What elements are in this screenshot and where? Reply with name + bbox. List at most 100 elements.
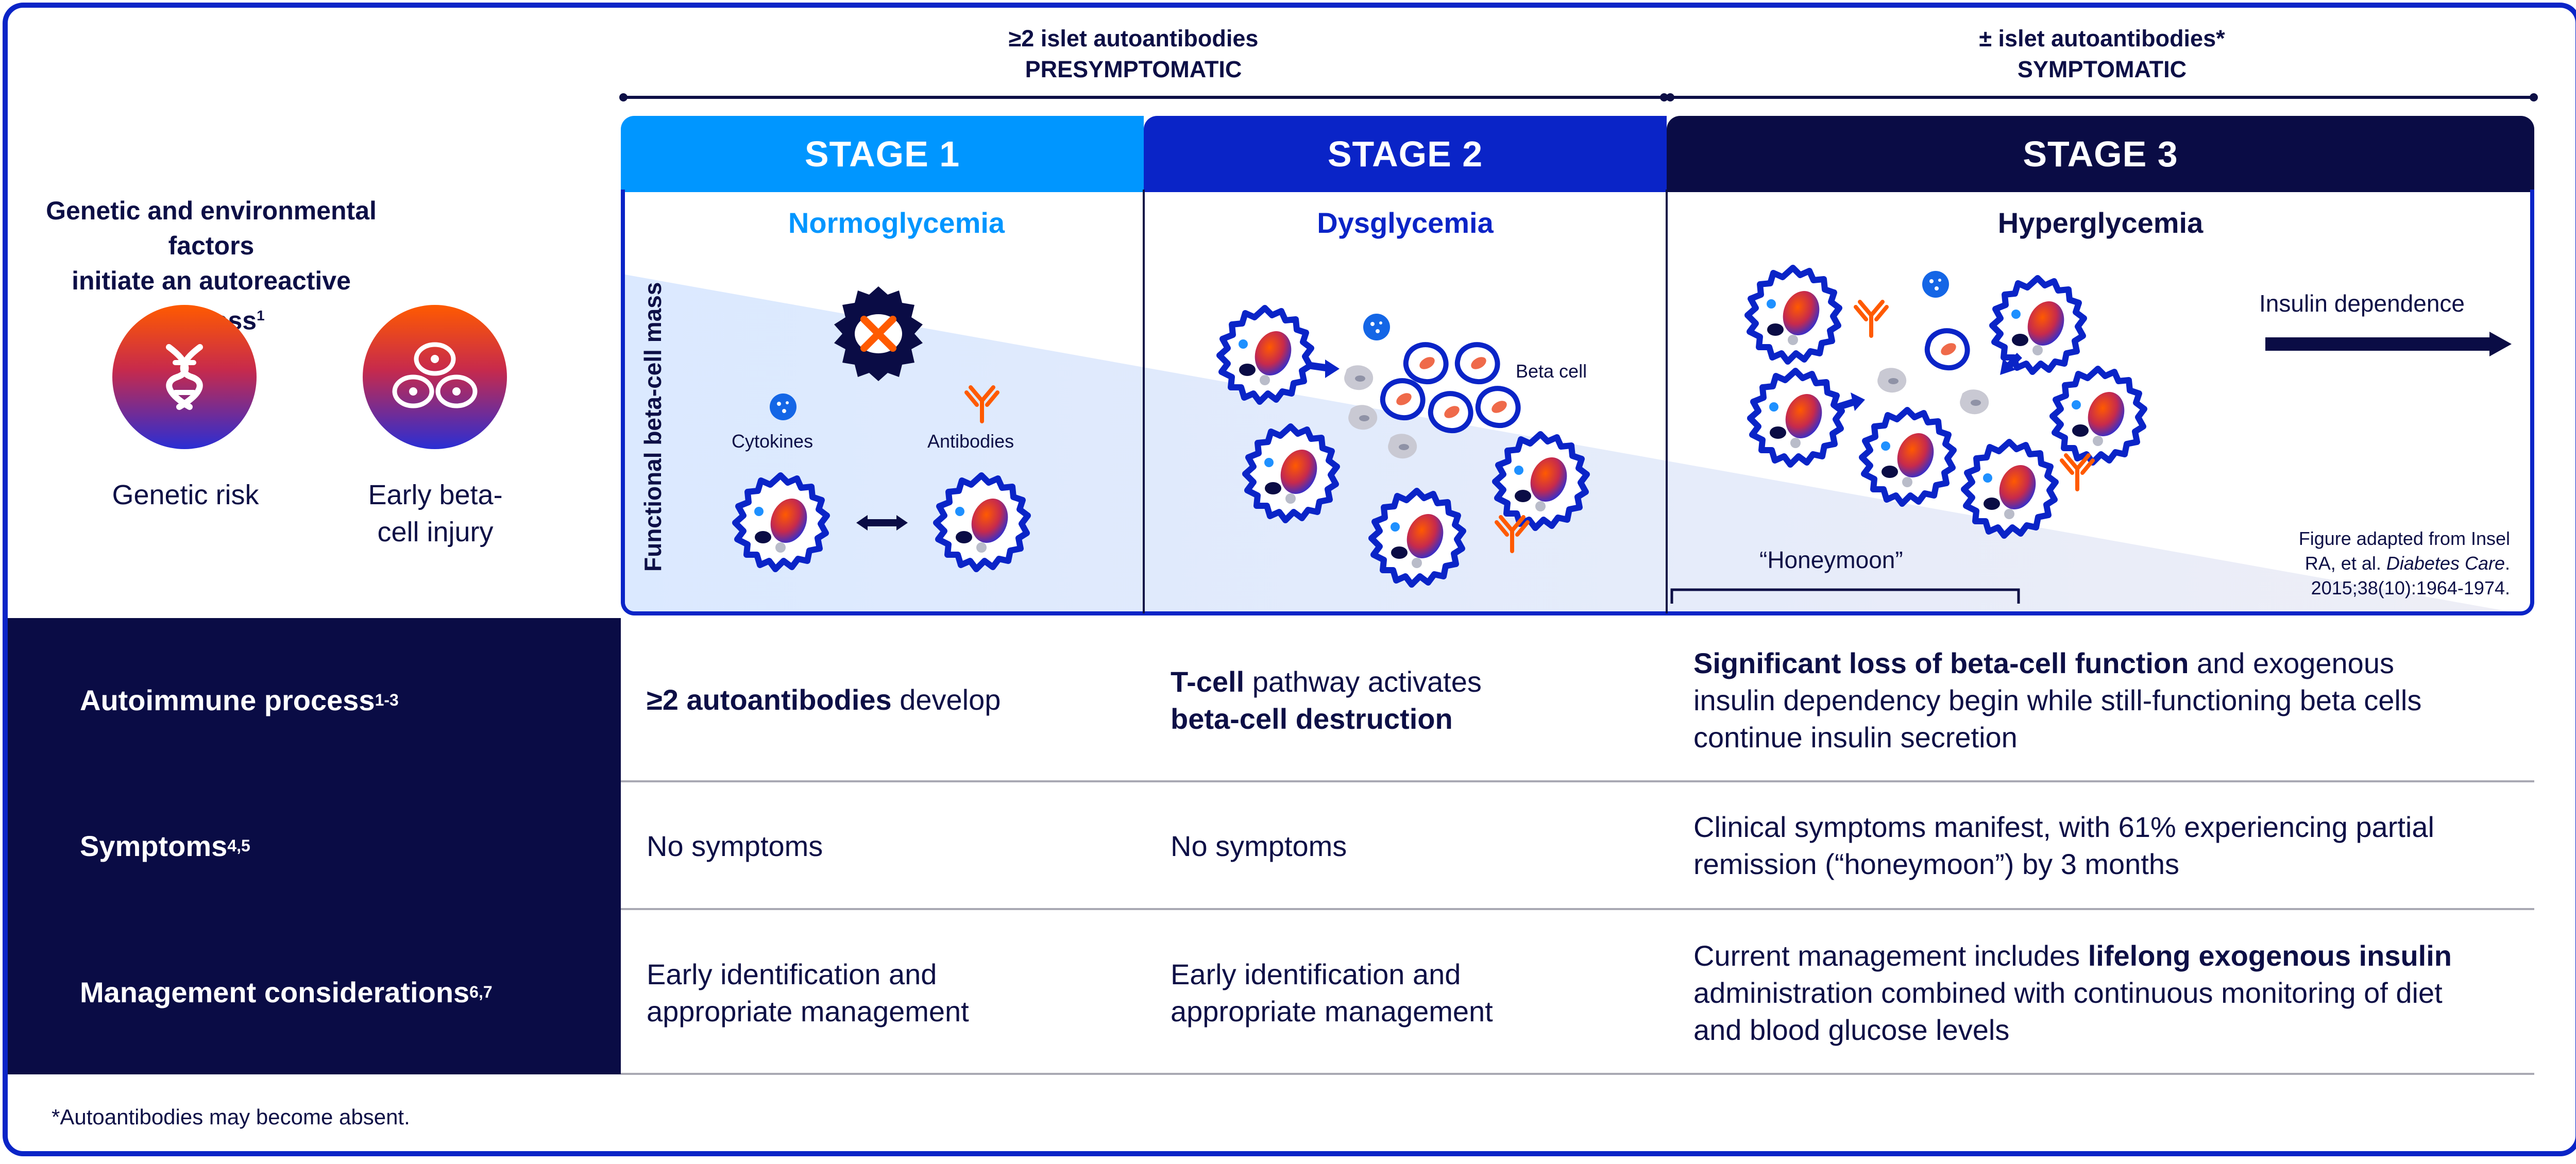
management-stage1-line2: appropriate management bbox=[647, 995, 969, 1028]
dead-beta-cell-icon bbox=[1348, 405, 1378, 430]
management-stage2-cell: Early identification and appropriate man… bbox=[1171, 956, 1634, 1030]
stage-3-header: STAGE 3 bbox=[1667, 116, 2534, 192]
presymptomatic-bracket bbox=[623, 96, 1663, 99]
symptoms-stage3-cell: Clinical symptoms manifest, with 61% exp… bbox=[1693, 811, 2434, 880]
autoimmune-stage3-rest: and exogenous insulin dependency begin w… bbox=[1693, 647, 2422, 754]
management-stage1-cell: Early identification and appropriate man… bbox=[647, 956, 1110, 1030]
t-cell-icon bbox=[936, 475, 1028, 569]
presymptomatic-line2: PRESYMPTOMATIC bbox=[1025, 56, 1242, 82]
insulin-dependence-label: Insulin dependence bbox=[2259, 290, 2465, 317]
autoimmune-header-sup: 1-3 bbox=[375, 690, 399, 709]
symptoms-stage1-cell: No symptoms bbox=[647, 830, 823, 862]
management-stage2-line1: Early identification and bbox=[1171, 958, 1461, 990]
t-cell-icon bbox=[1219, 308, 1311, 402]
symptomatic-bracket bbox=[1669, 96, 2535, 99]
dead-beta-cell-icon bbox=[1388, 434, 1417, 459]
row-divider bbox=[621, 908, 2534, 910]
t-cell-icon bbox=[1495, 434, 1587, 528]
management-header-text: Management considerations bbox=[80, 975, 470, 1008]
attack-arrow-icon bbox=[1837, 353, 2022, 411]
t-cell-icon bbox=[1371, 491, 1463, 585]
honeymoon-bracket bbox=[1670, 588, 2020, 604]
cytokines-label: Cytokines bbox=[732, 431, 814, 452]
beta-cell-icon bbox=[1383, 381, 1423, 418]
early-beta-cell-injury-label: Early beta- cell injury bbox=[325, 476, 546, 551]
genetic-risk-label: Genetic risk bbox=[112, 480, 259, 510]
dysglycemia-label: Dysglycemia bbox=[1317, 207, 1494, 239]
injury-label-line2: cell injury bbox=[377, 517, 494, 547]
management-stage3-bold: lifelong exogenous insulin bbox=[2088, 939, 2452, 972]
symptoms-header-text: Symptoms bbox=[80, 829, 228, 862]
beta-cell-icon bbox=[1406, 345, 1446, 382]
t-cell-icon bbox=[735, 475, 827, 569]
symptomatic-line1: ± islet autoantibodies* bbox=[1979, 25, 2225, 52]
credit-line3: 2015;38(10):1964-1974. bbox=[2311, 577, 2510, 598]
presymptomatic-heading: ≥2 islet autoantibodies PRESYMPTOMATIC bbox=[907, 23, 1360, 85]
dead-beta-cell-icon bbox=[1960, 389, 1989, 415]
honeymoon-label: “Honeymoon” bbox=[1759, 546, 1903, 573]
autoimmune-stage1-bold: ≥2 autoantibodies bbox=[647, 683, 892, 716]
insulin-dependence-arrow bbox=[2265, 332, 2512, 356]
dead-cell-icon bbox=[834, 286, 923, 381]
autoimmune-stage3-cell: Significant loss of beta-cell function a… bbox=[1693, 645, 2477, 756]
credit-authors: RA, et al. bbox=[2304, 553, 2386, 574]
t-cell-icon bbox=[1992, 278, 2084, 372]
t-cell-icon bbox=[1748, 268, 1839, 362]
figure-credit: Figure adapted from Insel RA, et al. Dia… bbox=[2222, 526, 2510, 601]
management-stage3-cell: Current management includes lifelong exo… bbox=[1693, 937, 2477, 1049]
autoimmune-stage3-bold: Significant loss of beta-cell function bbox=[1693, 647, 2189, 679]
antibody-icon bbox=[1856, 302, 1887, 336]
management-stage3-post: administration combined with continuous … bbox=[1693, 977, 2443, 1046]
bracket-dot bbox=[619, 93, 628, 101]
cytokine-icon bbox=[1922, 271, 1949, 298]
attack-arrow-icon bbox=[1311, 360, 1340, 378]
credit-line2: RA, et al. Diabetes Care. bbox=[2222, 551, 2510, 576]
cytokine-icon bbox=[770, 393, 796, 420]
credit-period: . bbox=[2504, 553, 2510, 574]
bracket-dot bbox=[1666, 93, 1674, 101]
autoimmune-stage2-line1: T-cell pathway activates bbox=[1171, 663, 1634, 700]
stage-1-header: STAGE 1 bbox=[621, 116, 1144, 192]
beta-cell-icon bbox=[1478, 388, 1518, 425]
credit-line1: Figure adapted from Insel bbox=[2298, 528, 2510, 549]
credit-journal: Diabetes Care bbox=[2386, 553, 2505, 574]
dna-icon bbox=[112, 305, 257, 449]
hyperglycemia-label: Hyperglycemia bbox=[1997, 207, 2204, 239]
autoimmune-header-text: Autoimmune process bbox=[80, 683, 375, 716]
stage-2-header: STAGE 2 bbox=[1144, 116, 1667, 192]
t-cell-icon bbox=[1750, 371, 1842, 465]
bracket-dot bbox=[2530, 93, 2538, 101]
footnote: *Autoantibodies may become absent. bbox=[52, 1105, 410, 1129]
stage-divider bbox=[1143, 190, 1145, 613]
cell-illustrations bbox=[0, 0, 2512, 604]
normoglycemia-label: Normoglycemia bbox=[788, 207, 1005, 239]
antibody-icon bbox=[967, 387, 997, 421]
beta-cell-icon bbox=[1431, 393, 1471, 431]
t-cell-icon bbox=[1964, 442, 2056, 536]
symptoms-header-sup: 4,5 bbox=[227, 836, 250, 855]
autoimmune-stage2-bold2: beta-cell destruction bbox=[1171, 703, 1453, 735]
autoimmune-stage2-rest1: pathway activates bbox=[1244, 665, 1482, 698]
left-title-line2-text: initiate an autoreactive process bbox=[72, 266, 351, 335]
left-title-line1: Genetic and environmental factors bbox=[46, 196, 377, 260]
management-header-sup: 6,7 bbox=[469, 982, 493, 1001]
cells-icon bbox=[363, 305, 507, 449]
dead-beta-cell-icon bbox=[1877, 368, 1907, 393]
stage-divider bbox=[1666, 190, 1668, 613]
t-cell-icon bbox=[2053, 369, 2144, 463]
autoimmune-stage1-rest: develop bbox=[891, 683, 1001, 716]
symptomatic-line2: SYMPTOMATIC bbox=[2017, 56, 2187, 82]
t-cell-icon bbox=[1245, 426, 1337, 520]
beta-cell-icon bbox=[1458, 345, 1498, 382]
symptoms-stage2-cell: No symptoms bbox=[1171, 830, 1347, 862]
left-panel-title: Genetic and environmental factors initia… bbox=[41, 193, 381, 338]
cytokine-icon bbox=[1363, 314, 1390, 340]
autoimmune-stage2-line2: beta-cell destruction bbox=[1171, 700, 1634, 738]
autoimmune-stage1-cell: ≥2 autoantibodies develop bbox=[647, 681, 1110, 718]
antibodies-label: Antibodies bbox=[927, 431, 1014, 452]
beta-cell-label: Beta cell bbox=[1516, 361, 1587, 382]
